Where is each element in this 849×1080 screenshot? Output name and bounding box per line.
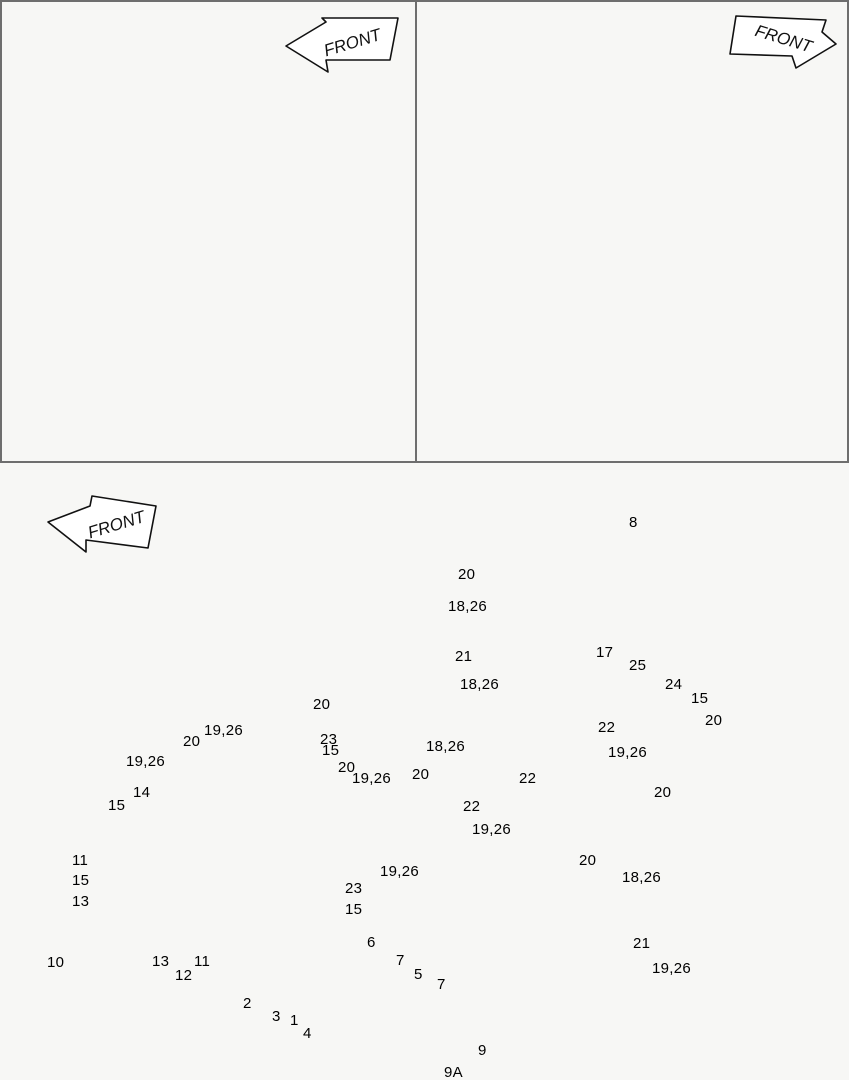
callout-c-23-b: 23 (345, 880, 363, 897)
callout-c-1826-c: 18,26 (622, 869, 662, 886)
callout-c-6: 6 (367, 934, 376, 951)
panel-engine-view-right (415, 0, 849, 463)
panel-engine-view-left (0, 0, 417, 463)
callout-c-1926-a: 19,26 (608, 744, 648, 761)
callout-c-1826-b: 18,26 (460, 676, 500, 693)
callout-c-9a: 9A (444, 1064, 463, 1080)
callout-c-1926-d: 19,26 (126, 753, 166, 770)
callout-c-8: 8 (629, 514, 638, 531)
callout-c-4: 4 (303, 1025, 312, 1042)
callout-c-1926-c: 19,26 (204, 722, 244, 739)
callout-c-13-a: 13 (72, 893, 90, 910)
callout-c-22-a: 22 (598, 719, 616, 736)
front-direction-arrow-right: FRONT (729, 14, 842, 76)
callout-c-15-b: 15 (322, 742, 340, 759)
callout-c-21-a: 21 (455, 648, 473, 665)
callout-c-2: 2 (243, 995, 252, 1012)
callout-c-1: 1 (290, 1012, 299, 1029)
callout-c-20-h: 20 (183, 733, 201, 750)
callout-c-3: 3 (272, 1008, 281, 1025)
callout-c-11-a: 11 (72, 852, 89, 869)
callout-c-9: 9 (478, 1042, 487, 1059)
callout-c-5: 5 (414, 966, 423, 983)
callout-c-10: 10 (47, 954, 65, 971)
callout-c-23-a: 23 (320, 731, 338, 748)
callout-c-14: 14 (133, 784, 151, 801)
callout-c-1926-g: 19,26 (652, 960, 692, 977)
callout-c-1826-d: 18,26 (426, 738, 466, 755)
front-direction-arrow-left: FRONT (282, 16, 400, 78)
callout-c-7-a: 7 (396, 952, 405, 969)
callout-c-15-a: 15 (691, 690, 709, 707)
callout-c-13-b: 13 (152, 953, 170, 970)
callout-c-1826-a: 18,26 (448, 598, 488, 615)
callout-c-11-b: 11 (194, 953, 211, 970)
front-direction-arrow-bottom: FRONT (44, 494, 162, 562)
callout-c-1926-b: 19,26 (472, 821, 512, 838)
callout-c-20-d: 20 (579, 852, 597, 869)
callout-c-20-f: 20 (313, 696, 331, 713)
callout-c-15-d: 15 (72, 872, 90, 889)
callout-c-21-b: 21 (633, 935, 651, 952)
callout-c-15-c: 15 (108, 797, 126, 814)
callout-c-1926-e: 19,26 (352, 770, 392, 787)
callout-c-22-c: 22 (519, 770, 537, 787)
callout-c-17: 17 (596, 644, 614, 661)
callout-c-12: 12 (175, 967, 193, 984)
callout-c-20-a: 20 (458, 566, 476, 583)
callout-c-20-b: 20 (705, 712, 723, 729)
callout-c-20-e: 20 (412, 766, 430, 783)
callout-c-20-c: 20 (654, 784, 672, 801)
callout-c-22-b: 22 (463, 798, 481, 815)
callout-c-25: 25 (629, 657, 647, 674)
callout-c-15-e: 15 (345, 901, 363, 918)
callout-c-24: 24 (665, 676, 683, 693)
callout-c-1926-f: 19,26 (380, 863, 420, 880)
panel-harness-exploded-view (0, 461, 849, 1080)
callout-c-20-g: 20 (338, 759, 356, 776)
callout-c-7-b: 7 (437, 976, 446, 993)
